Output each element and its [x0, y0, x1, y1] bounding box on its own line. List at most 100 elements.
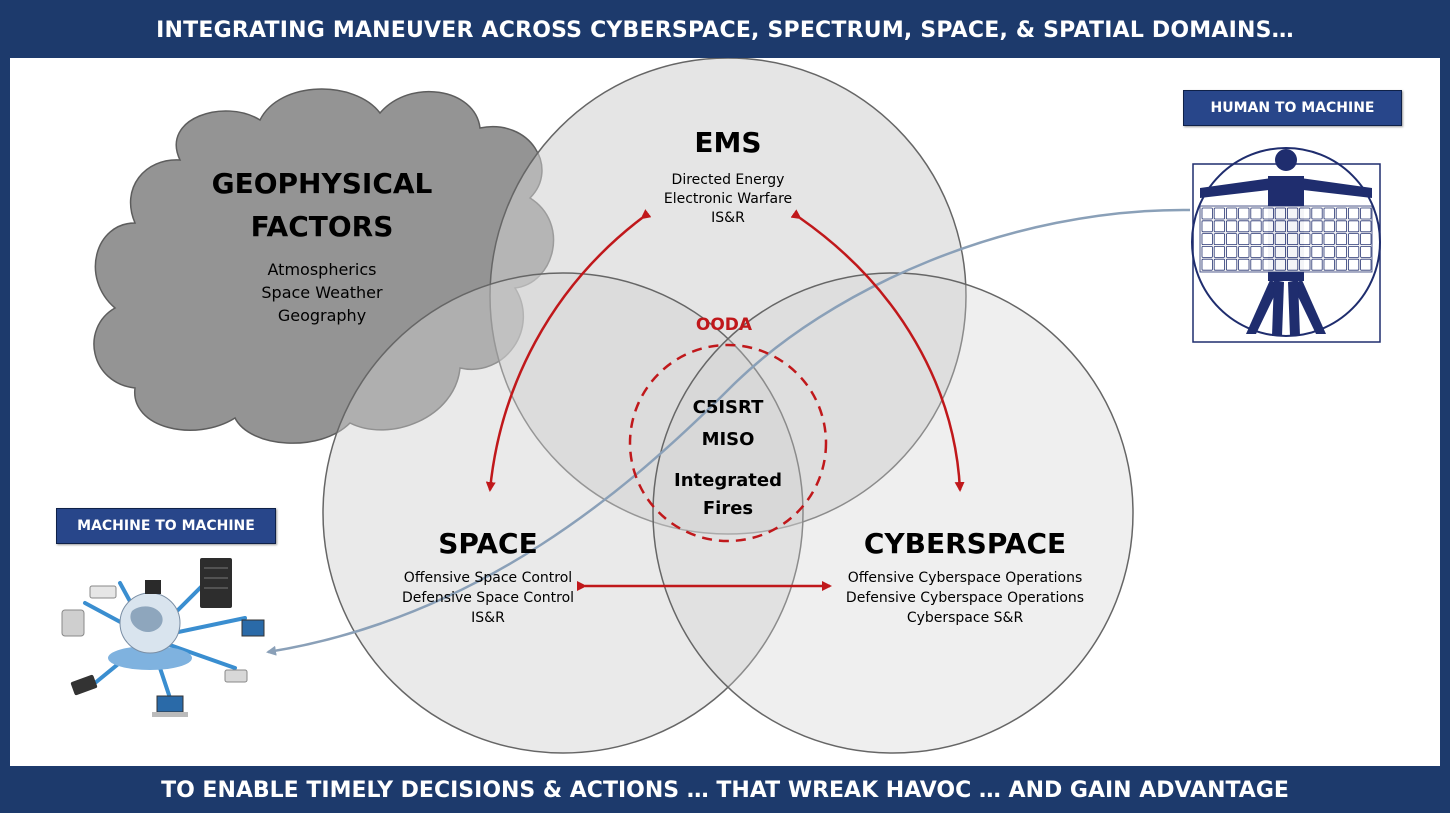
keyboard-key [1213, 233, 1225, 246]
keyboard-key [1348, 207, 1360, 220]
slide-title: INTEGRATING MANEUVER ACROSS CYBERSPACE, … [156, 17, 1294, 43]
keyboard-key [1311, 233, 1323, 246]
keyboard-key [1335, 258, 1347, 271]
keyboard-key [1238, 207, 1250, 220]
network-globe-image [61, 558, 265, 717]
keyboard-key [1274, 207, 1286, 220]
keyboard-key [1299, 258, 1311, 271]
keyboard-key [1262, 220, 1274, 233]
keyboard-key [1238, 245, 1250, 258]
ems-space-arrow [485, 209, 652, 492]
space-item-2: Defensive Space Control [402, 590, 574, 606]
keyboard-key [1226, 207, 1238, 220]
ems-item-3: IS&R [711, 210, 745, 226]
ems-cyberspace-arrow [790, 209, 965, 492]
center-fires: Fires [703, 498, 753, 519]
machine-to-machine-tag: MACHINE TO MACHINE [56, 508, 276, 544]
keyboard-key [1213, 245, 1225, 258]
keyboard-key [1201, 207, 1213, 220]
keyboard-key [1274, 258, 1286, 271]
keyboard-key [1201, 245, 1213, 258]
keyboard-key [1360, 258, 1372, 271]
keyboard-key [1250, 258, 1262, 271]
center-integrated: Integrated [674, 470, 782, 491]
keyboard-key [1311, 245, 1323, 258]
keyboard-key [1226, 220, 1238, 233]
keyboard-key [1299, 245, 1311, 258]
keyboard-key [1250, 207, 1262, 220]
keyboard-key [1262, 233, 1274, 246]
keyboard-key [1201, 233, 1213, 246]
keyboard-key [1360, 233, 1372, 246]
keyboard-key [1311, 207, 1323, 220]
keyboard-key [1201, 220, 1213, 233]
geophysical-cloud [93, 88, 555, 444]
keyboard-key [1274, 233, 1286, 246]
cyberspace-title: CYBERSPACE [864, 527, 1066, 560]
keyboard-key [1335, 207, 1347, 220]
vitruvian-keyboard-image [1191, 147, 1381, 343]
keyboard-key [1213, 220, 1225, 233]
keyboard-key [1238, 220, 1250, 233]
keyboard-key [1348, 245, 1360, 258]
cyberspace-item-3: Cyberspace S&R [907, 610, 1024, 626]
cyberspace-item-2: Defensive Cyberspace Operations [846, 590, 1084, 606]
keyboard-key [1311, 220, 1323, 233]
venn-diagram: GEOPHYSICAL FACTORS Atmospherics Space W… [61, 58, 1381, 754]
keyboard-key [1299, 220, 1311, 233]
keyboard-key [1323, 258, 1335, 271]
ooda-label: OODA [696, 315, 753, 335]
keyboard-key [1274, 220, 1286, 233]
space-item-3: IS&R [471, 610, 505, 626]
center-miso: MISO [702, 429, 755, 450]
keyboard-key [1348, 220, 1360, 233]
geophysical-title-1: GEOPHYSICAL [212, 167, 433, 200]
keyboard-key [1335, 233, 1347, 246]
ems-item-2: Electronic Warfare [664, 191, 792, 207]
keyboard-key [1287, 245, 1299, 258]
keyboard-key [1262, 258, 1274, 271]
keyboard-key [1201, 258, 1213, 271]
keyboard-key [1299, 207, 1311, 220]
keyboard-key [1213, 207, 1225, 220]
keyboard-key [1287, 233, 1299, 246]
geophysical-title-2: FACTORS [251, 210, 394, 243]
keyboard-key [1323, 220, 1335, 233]
keyboard-key [1287, 258, 1299, 271]
keyboard-key [1335, 245, 1347, 258]
keyboard-key [1226, 258, 1238, 271]
slide-footer: TO ENABLE TIMELY DECISIONS & ACTIONS … T… [161, 778, 1289, 803]
space-title: SPACE [438, 527, 537, 560]
geophysical-item-2: Space Weather [261, 283, 383, 302]
keyboard-key [1226, 245, 1238, 258]
keyboard-key [1348, 258, 1360, 271]
keyboard-key [1323, 207, 1335, 220]
keyboard-key [1262, 207, 1274, 220]
cyberspace-item-1: Offensive Cyberspace Operations [848, 570, 1083, 586]
keyboard-key [1323, 245, 1335, 258]
keyboard-key [1250, 245, 1262, 258]
human-machine-connector [266, 208, 1191, 656]
ems-title: EMS [694, 126, 761, 159]
keyboard-key [1299, 233, 1311, 246]
geophysical-item-1: Atmospherics [268, 260, 377, 279]
keyboard-key [1311, 258, 1323, 271]
keyboard-key [1323, 233, 1335, 246]
keyboard-key [1274, 245, 1286, 258]
keyboard-key [1335, 220, 1347, 233]
keyboard-key [1213, 258, 1225, 271]
keyboard-key [1348, 233, 1360, 246]
keyboard-key [1262, 245, 1274, 258]
keyboard-key [1360, 220, 1372, 233]
keyboard-key [1360, 207, 1372, 220]
keyboard-key [1287, 220, 1299, 233]
keyboard-key [1238, 258, 1250, 271]
center-c5isrt: C5ISRT [693, 397, 764, 418]
keyboard-key [1360, 245, 1372, 258]
keyboard-key [1250, 233, 1262, 246]
keyboard-key [1250, 220, 1262, 233]
keyboard-key [1238, 233, 1250, 246]
diagram-canvas: GEOPHYSICAL FACTORS Atmospherics Space W… [10, 58, 1440, 766]
ems-item-1: Directed Energy [672, 172, 785, 188]
geophysical-item-3: Geography [278, 306, 366, 325]
